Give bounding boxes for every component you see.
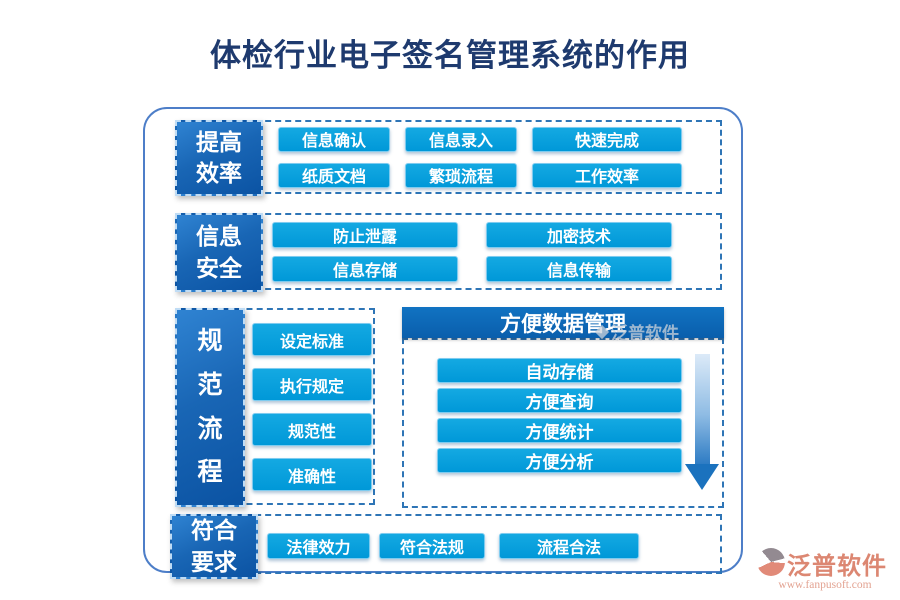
tag-quick-complete: 快速完成 <box>532 126 682 152</box>
tag-set-standard: 设定标准 <box>252 323 372 356</box>
tag-prevent-leak: 防止泄露 <box>272 221 458 248</box>
fanpu-logo-icon <box>757 548 785 576</box>
tag-work-efficiency: 工作效率 <box>532 162 682 188</box>
section-process: 规 范 流 程 设定标准 执行规定 规范性 准确性 <box>175 308 375 507</box>
section-efficiency-label: 提高 效率 <box>175 120 263 196</box>
tag-easy-analysis: 方便分析 <box>437 448 682 473</box>
page-title: 体检行业电子签名管理系统的作用 <box>210 38 690 73</box>
efficiency-row-1: 信息确认 信息录入 快速完成 <box>278 126 682 152</box>
tag-lawful-process: 流程合法 <box>499 533 639 559</box>
tag-enforce-rules: 执行规定 <box>252 368 372 401</box>
section-compliance-label: 符合 要求 <box>170 514 258 579</box>
tag-legal-effect: 法律效力 <box>267 533 370 559</box>
fanpu-logo-row: 泛普软件 <box>757 546 897 581</box>
down-arrow-head <box>685 464 719 490</box>
security-row-1: 防止泄露 加密技术 <box>272 221 672 248</box>
tag-standardization: 规范性 <box>252 413 372 446</box>
fanpu-logo: 泛普软件 www.fanpusoft.com <box>757 546 897 591</box>
section-process-label: 规 范 流 程 <box>175 308 245 507</box>
security-row-2: 信息存储 信息传输 <box>272 255 672 282</box>
section-compliance: 符合 要求 法律效力 符合法规 流程合法 <box>170 514 722 579</box>
section-security-label: 信息 安全 <box>175 213 263 292</box>
fanpu-logo-name: 泛普软件 <box>787 554 887 580</box>
tag-info-confirm: 信息确认 <box>278 126 390 152</box>
down-arrow-shaft <box>694 354 710 464</box>
tag-info-entry: 信息录入 <box>405 126 517 152</box>
data-management-header: 方便数据管理 <box>402 307 724 338</box>
fanpu-logo-url: www.fanpusoft.com <box>778 579 872 591</box>
tag-auto-save: 自动存储 <box>437 358 682 383</box>
tag-easy-query: 方便查询 <box>437 388 682 413</box>
tag-regulation-compliant: 符合法规 <box>379 533 485 559</box>
tag-info-transfer: 信息传输 <box>486 255 672 282</box>
tag-tedious-process: 繁琐流程 <box>405 162 517 188</box>
section-security-items: 防止泄露 加密技术 信息存储 信息传输 <box>272 215 672 288</box>
tag-encryption: 加密技术 <box>486 221 672 248</box>
section-data-management-items: 自动存储 方便查询 方便统计 方便分析 <box>437 358 682 473</box>
tag-info-storage: 信息存储 <box>272 255 458 282</box>
down-arrow-icon <box>684 354 720 490</box>
tag-accuracy: 准确性 <box>252 458 372 491</box>
section-efficiency-items: 信息确认 信息录入 快速完成 纸质文档 繁琐流程 工作效率 <box>278 122 682 192</box>
section-process-items: 设定标准 执行规定 规范性 准确性 <box>252 323 372 491</box>
section-data-management: 自动存储 方便查询 方便统计 方便分析 <box>402 338 724 508</box>
section-security: 信息 安全 防止泄露 加密技术 信息存储 信息传输 <box>175 213 722 292</box>
tag-easy-statistics: 方便统计 <box>437 418 682 443</box>
efficiency-row-2: 纸质文档 繁琐流程 工作效率 <box>278 162 682 188</box>
tag-paper-docs: 纸质文档 <box>278 162 390 188</box>
section-efficiency: 提高 效率 信息确认 信息录入 快速完成 纸质文档 繁琐流程 工作效率 <box>175 120 722 196</box>
